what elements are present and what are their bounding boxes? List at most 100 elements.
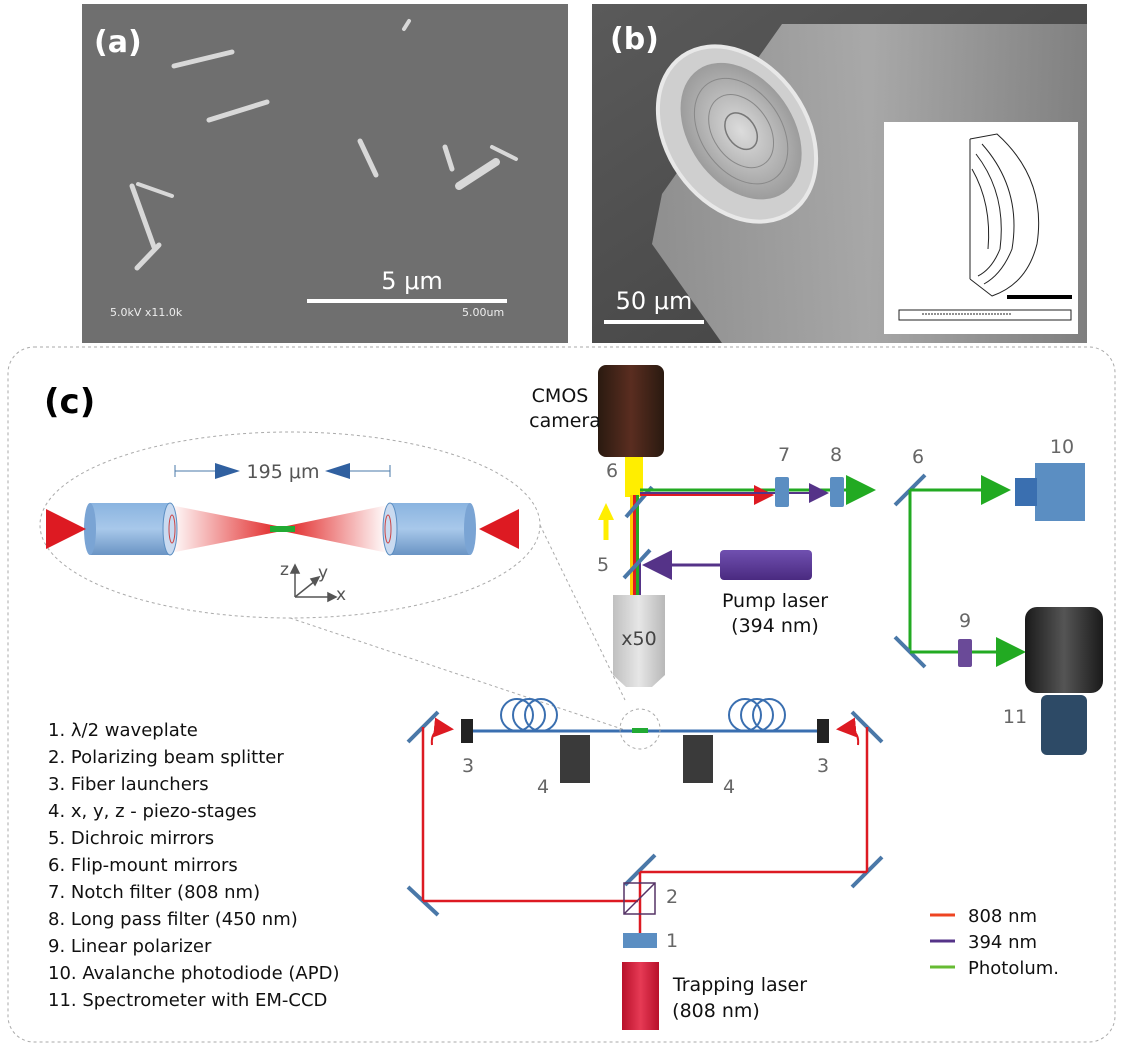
panel-b-sem-image: (b) 50 μm: [592, 4, 1087, 343]
trapping-laser-label-2: (808 nm): [672, 1000, 760, 1022]
pump-laser-label-1: Pump laser: [722, 590, 828, 612]
legend-item: 4. x, y, z - piezo-stages: [48, 801, 257, 822]
fiber-launcher-left: [461, 719, 473, 743]
label-3-right: 3: [817, 755, 829, 777]
label-3-left: 3: [462, 755, 474, 777]
panel-c-label: (c): [44, 382, 95, 422]
lens-schematic-inset: [884, 122, 1078, 334]
vertical-beam-bundle: [630, 495, 641, 595]
trapping-laser: [622, 962, 659, 1030]
nanowire: [442, 144, 455, 172]
fiber-end-left: [84, 502, 178, 556]
label-4-left: 4: [537, 776, 549, 798]
label-4-right: 4: [723, 776, 735, 798]
trap-region-marker: [619, 708, 661, 750]
camera-label-line1: CMOS: [532, 385, 589, 407]
legend-photolum-label: Photolum.: [968, 958, 1059, 979]
piezo-stage-right: [683, 735, 713, 783]
label-8: 8: [830, 444, 842, 466]
nanowire: [171, 49, 235, 69]
fiber-coil-right: [728, 698, 786, 732]
label-10: 10: [1050, 436, 1074, 458]
label-11: 11: [1003, 706, 1027, 728]
pump-laser: [720, 550, 812, 580]
nanowire: [357, 138, 379, 178]
nanowire: [136, 182, 174, 198]
panel-b-svg: (b) 50 μm: [592, 4, 1087, 343]
label-6-right: 6: [912, 446, 924, 468]
component-legend: 1. λ/2 waveplate 2. Polarizing beam spli…: [48, 720, 339, 1011]
spectrometer-camera-head: [1041, 695, 1087, 755]
apd-detector: [1015, 463, 1085, 521]
legend-item: 3. Fiber launchers: [48, 774, 209, 795]
legend-item: 5. Dichroic mirrors: [48, 828, 214, 849]
fiber-end-face: [655, 44, 819, 224]
polarizing-beam-splitter: [623, 882, 656, 915]
label-6-top: 6: [606, 460, 618, 482]
nanowire: [206, 99, 270, 123]
beam-cone-right: [282, 505, 388, 553]
label-9: 9: [959, 610, 971, 632]
label-7: 7: [778, 444, 790, 466]
notch-filter: [775, 477, 789, 507]
axis-x-label: x: [336, 585, 346, 605]
inset-connector-line: [289, 617, 626, 731]
legend-808-label: 808 nm: [968, 906, 1037, 927]
sem-background-a: [82, 4, 568, 343]
legend-item: 11. Spectrometer with EM-CCD: [48, 990, 327, 1011]
sem-footer-left: 5.0kV x11.0k: [110, 306, 183, 319]
trapping-laser-label-1: Trapping laser: [672, 974, 807, 996]
nanowire: [134, 242, 162, 271]
trapped-nanowire: [270, 526, 295, 532]
fiber-end-right: [382, 502, 476, 556]
panel-c-setup-schematic: (c) 195 μm z y x: [0, 345, 1123, 1047]
lens-schematic-drawing: [898, 133, 1072, 321]
legend-item: 10. Avalanche photodiode (APD): [48, 963, 339, 984]
legend-item: 1. λ/2 waveplate: [48, 720, 198, 741]
inset-scalebar: [1007, 295, 1072, 299]
sem-footer-right: 5.00um: [462, 306, 504, 319]
panel-a-label: (a): [94, 25, 142, 60]
trap-nanowire-small: [632, 728, 648, 733]
nanowires: [129, 19, 518, 271]
label-5: 5: [597, 554, 609, 576]
beam-color-legend: 808 nm 394 nm Photolum.: [930, 906, 1059, 979]
fiber-coil-left: [500, 698, 558, 732]
panel-a-svg: (a) 5 μm 5.0kV x11.0k 5.00um: [82, 4, 568, 343]
nanowire: [129, 183, 157, 250]
fiber-launcher-right: [817, 719, 829, 743]
launch-arrow-left: [430, 717, 454, 746]
nanowire: [402, 19, 411, 31]
scalebar-a: [307, 299, 507, 303]
objective-label: x50: [621, 628, 656, 650]
nanowire: [455, 158, 500, 190]
scalebar-b-text: 50 μm: [616, 287, 693, 315]
inset-dimension: 195 μm: [174, 461, 391, 483]
mirror-center: [623, 853, 657, 887]
camera-label-line2: camera: [529, 410, 601, 432]
launch-arrow-right: [836, 717, 860, 746]
panel-c-border: [7, 346, 1116, 1043]
axis-y-label: y: [318, 563, 328, 583]
legend-394-label: 394 nm: [968, 932, 1037, 953]
imaging-beam: [625, 457, 643, 497]
spectrometer-emccd: [1025, 607, 1103, 693]
legend-item: 2. Polarizing beam splitter: [48, 747, 284, 768]
scalebar-b: [604, 320, 704, 324]
panel-b-label: (b): [610, 22, 659, 57]
cmos-camera: [598, 365, 664, 457]
legend-item: 9. Linear polarizer: [48, 936, 212, 957]
pump-laser-label-2: (394 nm): [731, 615, 819, 637]
legend-item: 6. Flip-mount mirrors: [48, 855, 238, 876]
inset-connector-line: [539, 524, 626, 701]
axis-z-label: z: [280, 560, 289, 580]
inset-distance-label: 195 μm: [247, 461, 320, 483]
panel-a-sem-image: (a) 5 μm 5.0kV x11.0k 5.00um: [82, 4, 568, 343]
legend-item: 8. Long pass filter (450 nm): [48, 909, 298, 930]
beam-cone-left: [170, 505, 282, 553]
label-2: 2: [666, 886, 678, 908]
panel-c-svg: (c) 195 μm z y x: [7, 346, 1116, 1043]
legend-item: 7. Notch filter (808 nm): [48, 882, 260, 903]
label-1: 1: [666, 930, 678, 952]
piezo-stage-left: [560, 735, 590, 783]
